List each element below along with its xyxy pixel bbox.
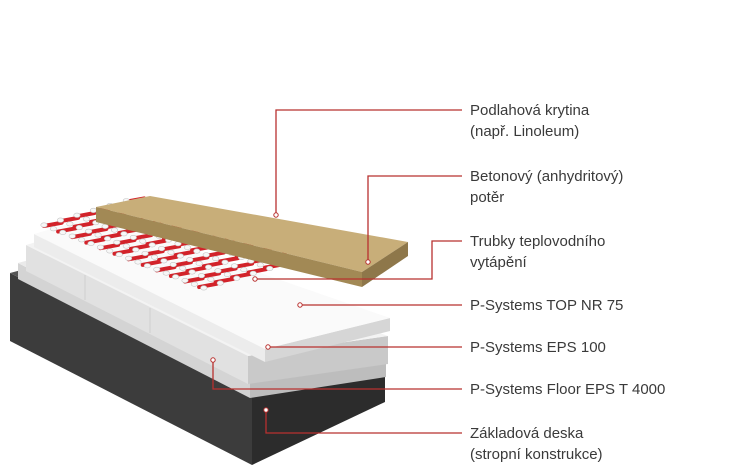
- leader-lines: [212, 109, 462, 434]
- stud-knob: [141, 250, 149, 256]
- stud-knob: [221, 259, 229, 265]
- label-screed-line-1: Betonový (anhydritový): [470, 168, 624, 185]
- stud-knob: [101, 223, 109, 229]
- stud-knob: [68, 233, 76, 239]
- stud-knob: [169, 262, 177, 268]
- stud-knob: [75, 225, 83, 231]
- stud-knob: [266, 265, 274, 271]
- label-top-nr-75: P-Systems TOP NR 75: [470, 295, 623, 316]
- stud-knob: [120, 231, 128, 237]
- label-heating-pipes: Trubky teplovodního vytápění: [470, 231, 605, 273]
- stud-knob: [122, 243, 130, 249]
- stud-knob: [148, 242, 156, 248]
- stud-knob: [66, 221, 74, 227]
- stud-knob: [179, 265, 187, 271]
- stud-knob: [125, 255, 133, 261]
- label-eps-100-line-1: P-Systems EPS 100: [470, 339, 606, 356]
- stud-knob: [212, 256, 220, 262]
- stud-knob: [132, 247, 140, 253]
- stud-knob: [153, 266, 161, 272]
- stud-knob: [111, 227, 119, 233]
- stud-knob: [205, 264, 213, 270]
- leader-floor-covering: [275, 109, 462, 215]
- stud-knob: [207, 276, 215, 282]
- label-floor-covering-line-1: Podlahová krytina: [470, 102, 590, 119]
- stud-knob: [150, 254, 158, 260]
- stud-knob: [85, 228, 93, 234]
- stud-knob: [230, 263, 238, 269]
- stud-knob: [162, 270, 170, 276]
- top-nr-75-plate: [34, 216, 390, 362]
- stud-knob: [181, 277, 189, 283]
- stud-knob: [190, 281, 198, 287]
- stud-knob: [195, 260, 203, 266]
- stud-knob: [197, 273, 205, 279]
- stud-knob: [193, 248, 201, 254]
- label-floor-covering-line-2: (např. Linoleum): [470, 123, 580, 140]
- stud-knob: [214, 268, 222, 274]
- stud-knob: [103, 236, 111, 242]
- stud-knob: [167, 249, 175, 255]
- label-heating-pipes-line-2: vytápění: [470, 254, 527, 271]
- stud-knob: [256, 262, 264, 268]
- label-base-slab: Základová deska (stropní konstrukce): [470, 423, 603, 465]
- stud-knob: [78, 237, 86, 243]
- stud-knob: [186, 257, 194, 263]
- stud-knob: [129, 234, 137, 240]
- stud-knob: [134, 259, 142, 265]
- leader-floor-eps-t-4000: [212, 360, 462, 390]
- label-base-slab-line-1: Základová deska: [470, 425, 584, 442]
- stud-knob: [233, 275, 241, 281]
- stud-knob: [216, 280, 224, 286]
- stud-knob: [143, 263, 151, 269]
- stud-knob: [200, 285, 208, 291]
- stud-knob: [59, 229, 67, 235]
- stud-knob: [202, 252, 210, 258]
- label-screed: Betonový (anhydritový) potěr: [470, 166, 623, 208]
- stud-knob: [183, 244, 191, 250]
- stud-knob: [89, 207, 97, 213]
- screed-block: [96, 196, 408, 287]
- stud-knob: [176, 253, 184, 259]
- stud-knob: [139, 238, 147, 244]
- leader-dots: [210, 212, 371, 413]
- stud-knob: [223, 271, 231, 277]
- stud-knob: [49, 226, 57, 232]
- stud-knob: [56, 217, 64, 223]
- stud-knob: [249, 270, 257, 276]
- stud-knob: [87, 241, 95, 247]
- leader-heating-pipes: [255, 240, 462, 280]
- stud-knob: [113, 239, 121, 245]
- stud-knob: [40, 222, 48, 228]
- leader-base-slab: [265, 410, 462, 434]
- stud-knob: [82, 216, 90, 222]
- stud-knob: [94, 232, 102, 238]
- label-floor-eps-t-4000: P-Systems Floor EPS T 4000: [470, 379, 665, 400]
- label-eps-100: P-Systems EPS 100: [470, 337, 606, 358]
- label-floor-covering: Podlahová krytina (např. Linoleum): [470, 100, 589, 142]
- label-floor-eps-t-4000-line-1: P-Systems Floor EPS T 4000: [470, 381, 666, 398]
- stud-knob: [172, 274, 180, 280]
- stud-knob: [158, 246, 166, 252]
- label-heating-pipes-line-1: Trubky teplovodního: [470, 233, 606, 250]
- label-top-nr-75-line-1: P-Systems TOP NR 75: [470, 297, 624, 314]
- label-screed-line-2: potěr: [470, 189, 505, 206]
- stud-knob: [160, 258, 168, 264]
- stud-knob: [188, 269, 196, 275]
- stud-knob: [115, 252, 123, 258]
- stud-knob: [106, 248, 114, 254]
- label-base-slab-line-2: (stropní konstrukce): [470, 446, 603, 463]
- stud-knob: [73, 212, 81, 218]
- stud-knob: [96, 244, 104, 250]
- stud-knob: [240, 267, 248, 273]
- leader-screed: [367, 175, 462, 262]
